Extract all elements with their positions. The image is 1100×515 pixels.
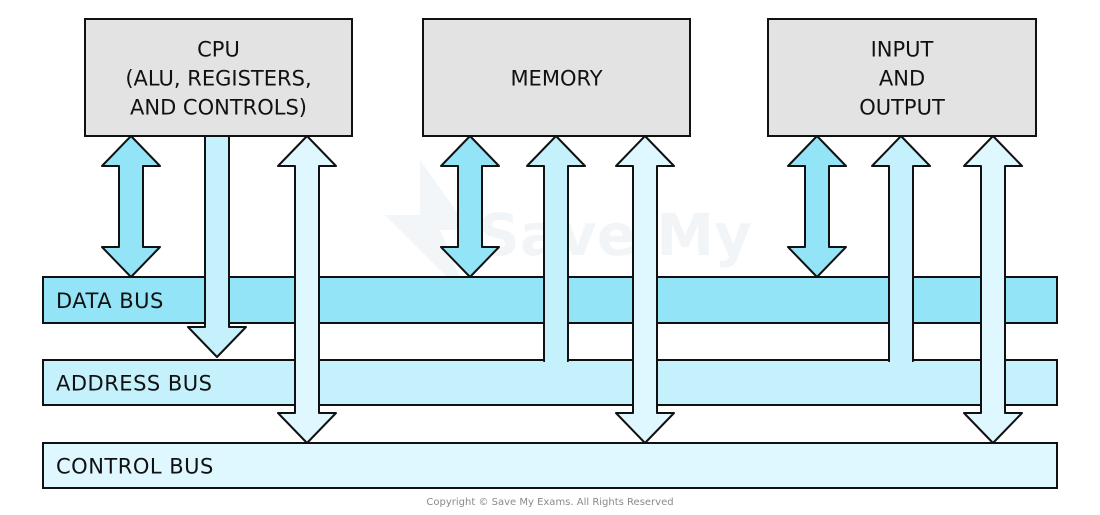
cpu-box: CPU (ALU, REGISTERS, AND CONTROLS): [84, 18, 353, 137]
control-bus: CONTROL BUS: [42, 442, 1058, 489]
cpu-control-bus-arrow: [277, 135, 337, 444]
cpu-label-line-2: (ALU, REGISTERS,: [125, 67, 311, 91]
copyright-notice: Copyright © Save My Exams. All Rights Re…: [426, 497, 674, 508]
io-box: INPUT AND OUTPUT: [767, 18, 1037, 137]
io-address-bus-arrow: [871, 135, 931, 363]
io-data-bus-arrow: [787, 135, 847, 278]
memory-label-line-1: MEMORY: [510, 67, 602, 91]
io-label-line-1: INPUT: [871, 38, 934, 62]
cpu-label-line-3: AND CONTROLS): [130, 96, 307, 120]
memory-control-bus-arrow: [615, 135, 675, 444]
control-bus-label: CONTROL BUS: [56, 455, 214, 479]
address-bus: ADDRESS BUS: [42, 359, 1058, 406]
address-bus-bar: [42, 359, 1058, 406]
watermark-logo-icon: [385, 160, 470, 300]
memory-box: MEMORY: [422, 18, 691, 137]
io-control-bus-arrow: [963, 135, 1023, 444]
watermark-line-1: Save My: [478, 201, 752, 269]
io-label-line-2: AND: [879, 67, 925, 91]
data-bus-label: DATA BUS: [56, 289, 164, 313]
memory-address-bus-arrow: [526, 135, 586, 363]
cpu-address-bus-arrow: [187, 135, 247, 358]
address-bus-label: ADDRESS BUS: [56, 372, 213, 396]
control-bus-bar: [42, 442, 1058, 489]
cpu-data-bus-arrow: [101, 135, 161, 278]
cpu-label-line-1: CPU: [197, 38, 240, 62]
io-label-line-3: OUTPUT: [859, 96, 945, 120]
memory-data-bus-arrow: [440, 135, 500, 278]
